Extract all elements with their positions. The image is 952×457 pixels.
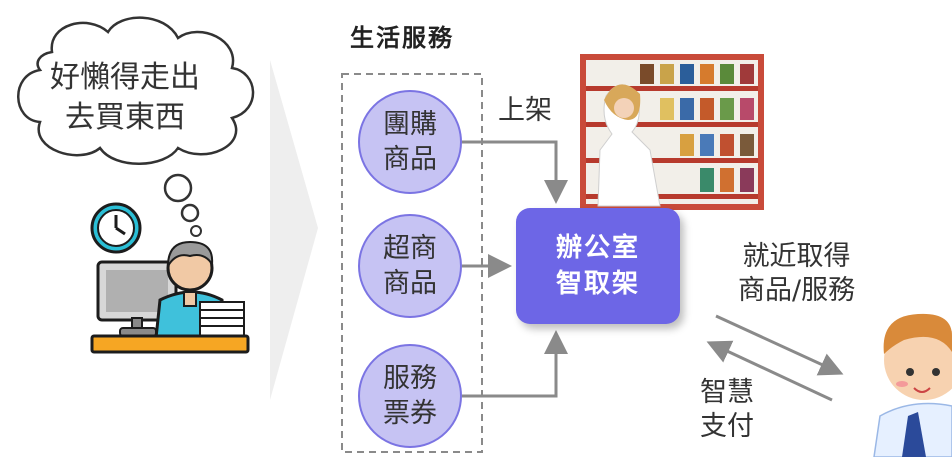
thought-cloud-icon xyxy=(17,16,255,237)
nearby-pickup-label: 就近取得 商品/服務 xyxy=(738,241,856,306)
office-worker-icon xyxy=(90,202,250,354)
flow-chevron-shape xyxy=(270,60,318,400)
listing-label: 上架 xyxy=(498,95,552,126)
office-smart-shelf-box: 辦公室 智取架 xyxy=(516,208,680,324)
clock-icon xyxy=(90,202,142,254)
arrow-to-customer xyxy=(715,314,844,376)
services-group-box xyxy=(341,73,483,453)
service-tickets-label: 服務 票券 xyxy=(383,363,437,429)
smart-payment-label: 智慧 支付 xyxy=(700,377,754,442)
arrow-tickets xyxy=(462,330,568,398)
section-title: 生活服務 xyxy=(350,24,454,52)
service-group-buy: 團購 商品 xyxy=(358,90,462,194)
office-smart-shelf-label: 辦公室 智取架 xyxy=(555,233,640,299)
service-tickets: 服務 票券 xyxy=(358,344,462,448)
service-convenience-store: 超商 商品 xyxy=(358,214,462,318)
shelf-photo xyxy=(580,54,764,210)
customer-avatar-icon xyxy=(873,313,952,457)
arrow-group-buy xyxy=(462,140,568,204)
service-convenience-store-label: 超商 商品 xyxy=(383,233,437,299)
service-group-buy-label: 團購 商品 xyxy=(383,109,437,175)
arrow-from-customer xyxy=(706,340,833,402)
cloud-thought-text: 好懶得走出 去買東西 xyxy=(50,60,200,135)
